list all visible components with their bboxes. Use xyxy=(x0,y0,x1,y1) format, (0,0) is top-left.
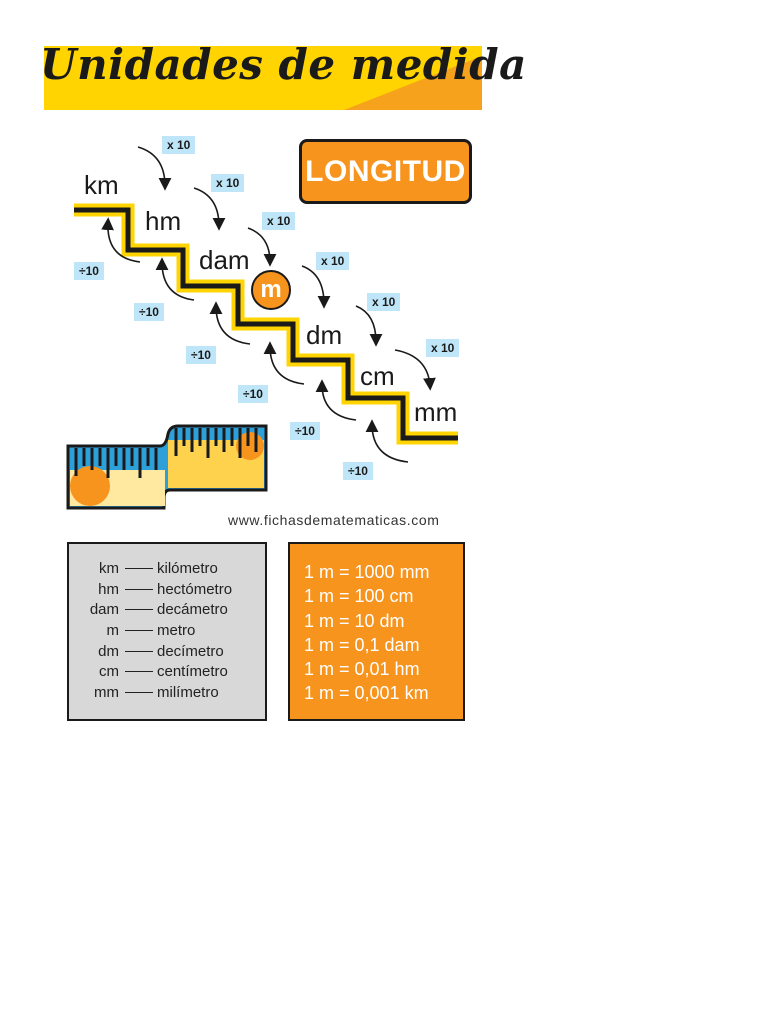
divide-tag: ÷10 xyxy=(134,303,164,321)
multiply-tag: x 10 xyxy=(367,293,401,311)
unit-dam: dam xyxy=(199,245,250,275)
multiply-arrows xyxy=(137,146,436,391)
legend-row: km kilómetro xyxy=(69,558,265,579)
staircase-diagram xyxy=(66,146,458,510)
equivalence-row: 1 m = 0,1 dam xyxy=(304,634,420,655)
divide-tag: ÷10 xyxy=(343,462,373,480)
legend-name: decámetro xyxy=(157,601,228,619)
legend-abbr: m xyxy=(106,621,120,639)
divide-tag: ÷10 xyxy=(238,385,268,403)
staircase-line xyxy=(74,207,458,441)
legend-dash xyxy=(125,609,153,611)
divide-tag: ÷10 xyxy=(290,422,320,440)
legend-row: m metro xyxy=(69,620,265,641)
legend-name: decímetro xyxy=(157,642,224,660)
multiply-tag: x 10 xyxy=(162,136,196,154)
legend-dash xyxy=(125,671,153,673)
unit-m: m xyxy=(251,270,291,310)
multiply-tag: x 10 xyxy=(262,212,296,230)
equivalence-row: 1 m = 0,001 km xyxy=(304,683,429,704)
legend-name: hectómetro xyxy=(157,580,233,598)
unit-dm: dm xyxy=(306,320,343,350)
equivalence-row: 1 m = 1000 mm xyxy=(304,562,430,582)
legend-row: dm decímetro xyxy=(69,641,265,662)
longitud-badge: LONGITUD xyxy=(299,139,472,204)
legend-abbr: hm xyxy=(98,580,119,598)
legend-row: cm centímetro xyxy=(69,661,265,682)
units-legend: km kilómetro hm hectómetro dam decámetro… xyxy=(67,542,267,721)
legend-abbr: mm xyxy=(94,683,119,701)
unit-cm: cm xyxy=(360,361,395,391)
equivalence-row: 1 m = 100 cm xyxy=(304,586,414,607)
unit-mm: mm xyxy=(414,397,458,427)
legend-name: metro xyxy=(157,621,196,639)
legend-row: mm milímetro xyxy=(69,682,265,703)
legend-abbr: km xyxy=(99,559,119,577)
title-banner xyxy=(44,46,482,110)
tape-measure-icon xyxy=(66,424,268,510)
legend-name: centímetro xyxy=(157,663,228,681)
legend-dash xyxy=(125,629,153,631)
divide-arrows xyxy=(101,217,409,463)
unit-km: km xyxy=(84,170,119,200)
unit-hm: hm xyxy=(145,206,182,236)
multiply-tag: x 10 xyxy=(316,252,350,270)
website-url: www.fichasdematematicas.com xyxy=(228,512,440,528)
legend-name: milímetro xyxy=(157,683,219,701)
divide-tag: ÷10 xyxy=(186,346,216,364)
multiply-tag: x 10 xyxy=(211,174,245,192)
legend-dash xyxy=(125,567,153,569)
legend-dash xyxy=(125,588,153,590)
legend-abbr: dam xyxy=(89,601,119,619)
equivalences-box: 1 m = 1000 mm 1 m = 100 cm 1 m = 10 dm 1… xyxy=(288,542,465,721)
legend-row: hm hectómetro xyxy=(69,579,265,600)
divide-tag: ÷10 xyxy=(74,262,104,280)
legend-dash xyxy=(125,650,153,652)
equivalence-row: 1 m = 10 dm xyxy=(304,610,405,631)
legend-row: dam decámetro xyxy=(69,599,265,620)
legend-dash xyxy=(125,691,153,693)
equivalence-row: 1 m = 0,01 hm xyxy=(304,659,420,680)
multiply-tag: x 10 xyxy=(426,339,460,357)
legend-abbr: cm xyxy=(99,663,119,681)
legend-abbr: dm xyxy=(98,642,119,660)
legend-name: kilómetro xyxy=(157,559,218,577)
